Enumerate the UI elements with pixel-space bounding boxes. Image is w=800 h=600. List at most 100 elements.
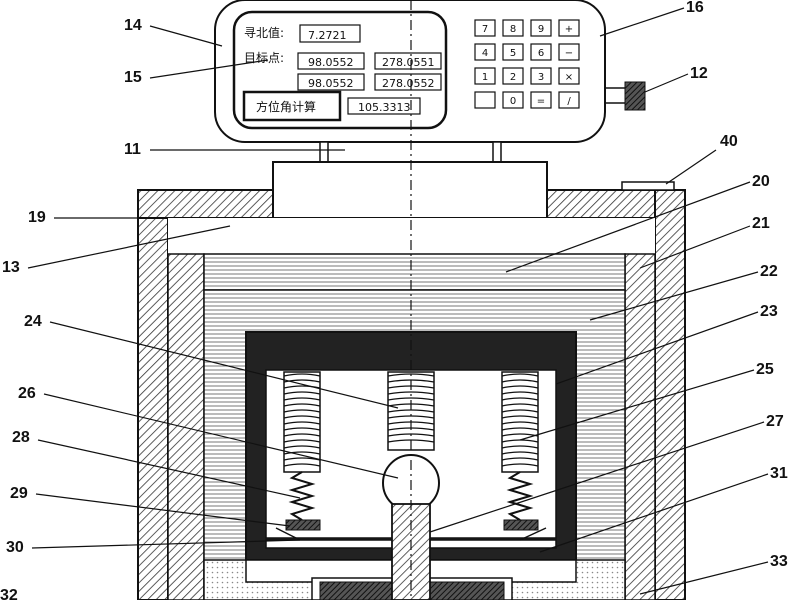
callout-16: 16 — [686, 0, 704, 16]
azimuth-value: 105.3313 — [358, 101, 411, 114]
callout-31: 31 — [770, 465, 788, 482]
keypad-key[interactable] — [502, 67, 524, 85]
keypad-key-label: 3 — [538, 72, 544, 83]
callout-15: 15 — [124, 69, 142, 86]
coil-winding — [501, 421, 539, 425]
target-1-b: 278.0551 — [382, 56, 435, 69]
callout-28: 28 — [12, 429, 30, 446]
coil-winding — [283, 415, 321, 419]
target-1-a-box — [297, 52, 365, 70]
spring-right — [506, 471, 534, 521]
callout-21: 21 — [752, 215, 770, 232]
coil-winding — [283, 451, 321, 455]
target-2-a-box — [297, 73, 365, 91]
foot-pad-left — [285, 519, 321, 531]
callout-30: 30 — [6, 539, 24, 556]
callout-19: 19 — [28, 209, 46, 226]
keypad-key-label: − — [565, 48, 573, 59]
coil-winding — [501, 451, 539, 455]
callout-12: 12 — [690, 65, 708, 82]
callout-40: 40 — [720, 133, 738, 150]
north-value-box — [299, 24, 361, 43]
keypad-key[interactable] — [474, 19, 496, 37]
coil-winding — [501, 379, 539, 383]
azimuth-calc-button[interactable] — [242, 90, 342, 122]
coil-winding — [283, 421, 321, 425]
keypad-key[interactable] — [530, 43, 552, 61]
keypad-key[interactable] — [558, 19, 580, 37]
target-2-a: 98.0552 — [308, 77, 354, 90]
callout-33: 33 — [770, 553, 788, 570]
keypad-key[interactable] — [530, 67, 552, 85]
mount-post-right — [492, 141, 502, 163]
keypad-key[interactable] — [558, 67, 580, 85]
callout-26: 26 — [18, 385, 36, 402]
azimuth-value-box — [347, 97, 421, 115]
keypad-key[interactable] — [502, 43, 524, 61]
coil-winding — [283, 373, 321, 377]
lining-right — [624, 253, 656, 600]
callout-27: 27 — [766, 413, 784, 430]
keypad-key-label: 0 — [510, 96, 516, 107]
callout-29: 29 — [10, 485, 28, 502]
keypad-key-label: 5 — [510, 48, 516, 59]
housing-top-right — [546, 189, 666, 219]
keypad-key[interactable] — [474, 43, 496, 61]
keypad-key[interactable] — [558, 43, 580, 61]
coil-winding — [283, 409, 321, 413]
keypad-key-label: 7 — [482, 24, 488, 35]
keypad-key[interactable] — [558, 91, 580, 109]
callout-11: 11 — [124, 141, 141, 158]
keypad-key[interactable] — [530, 19, 552, 37]
coil-winding — [283, 463, 321, 467]
adjust-knob — [624, 81, 646, 111]
keypad-key-label: / — [567, 96, 571, 107]
coil-winding — [283, 445, 321, 449]
lining-left — [167, 253, 205, 600]
mount-post-left — [319, 141, 329, 163]
keypad-key[interactable] — [502, 19, 524, 37]
coil-winding — [501, 373, 539, 377]
coil-winding — [283, 379, 321, 383]
coil-winding — [283, 397, 321, 401]
coil-winding — [283, 439, 321, 443]
coil-winding — [501, 463, 539, 467]
spring-left — [288, 471, 316, 521]
keypad-key[interactable] — [502, 91, 524, 109]
callout-14: 14 — [124, 17, 142, 34]
keypad-key[interactable] — [474, 67, 496, 85]
callout-23: 23 — [760, 303, 778, 320]
target-point-label: 目标点: — [244, 51, 284, 65]
controller-device: 寻北值: 7.2721 目标点: 98.0552 278.0551 98.055… — [214, 0, 646, 163]
callout-13: 13 — [2, 259, 20, 276]
callout-24: 24 — [24, 313, 42, 330]
callout-25: 25 — [756, 361, 774, 378]
coil-winding — [387, 397, 435, 401]
top-insulation — [203, 253, 626, 291]
keypad-key-label: 1 — [482, 72, 488, 83]
coil-winding — [387, 391, 435, 395]
coil-winding — [501, 445, 539, 449]
north-value: 7.2721 — [308, 29, 347, 42]
callout-32: 32 — [0, 587, 18, 600]
coil-winding — [501, 415, 539, 419]
housing-wall-left — [137, 217, 169, 600]
coil-winding — [283, 403, 321, 407]
foot-pad-right — [503, 519, 539, 531]
lid-piece — [621, 181, 675, 191]
keypad-key[interactable] — [474, 91, 496, 109]
target-1-a: 98.0552 — [308, 56, 354, 69]
target-2-b: 278.0552 — [382, 77, 435, 90]
coil-winding — [501, 403, 539, 407]
azimuth-calc-label: 方位角计算 — [256, 99, 316, 114]
keypad-key-label: × — [565, 72, 573, 83]
coil-winding — [501, 385, 539, 389]
housing-neck — [272, 161, 548, 219]
coil-winding — [283, 391, 321, 395]
coil-winding — [501, 391, 539, 395]
keypad-key[interactable] — [530, 91, 552, 109]
north-value-label: 寻北值: — [244, 25, 284, 40]
coil-winding — [283, 433, 321, 437]
